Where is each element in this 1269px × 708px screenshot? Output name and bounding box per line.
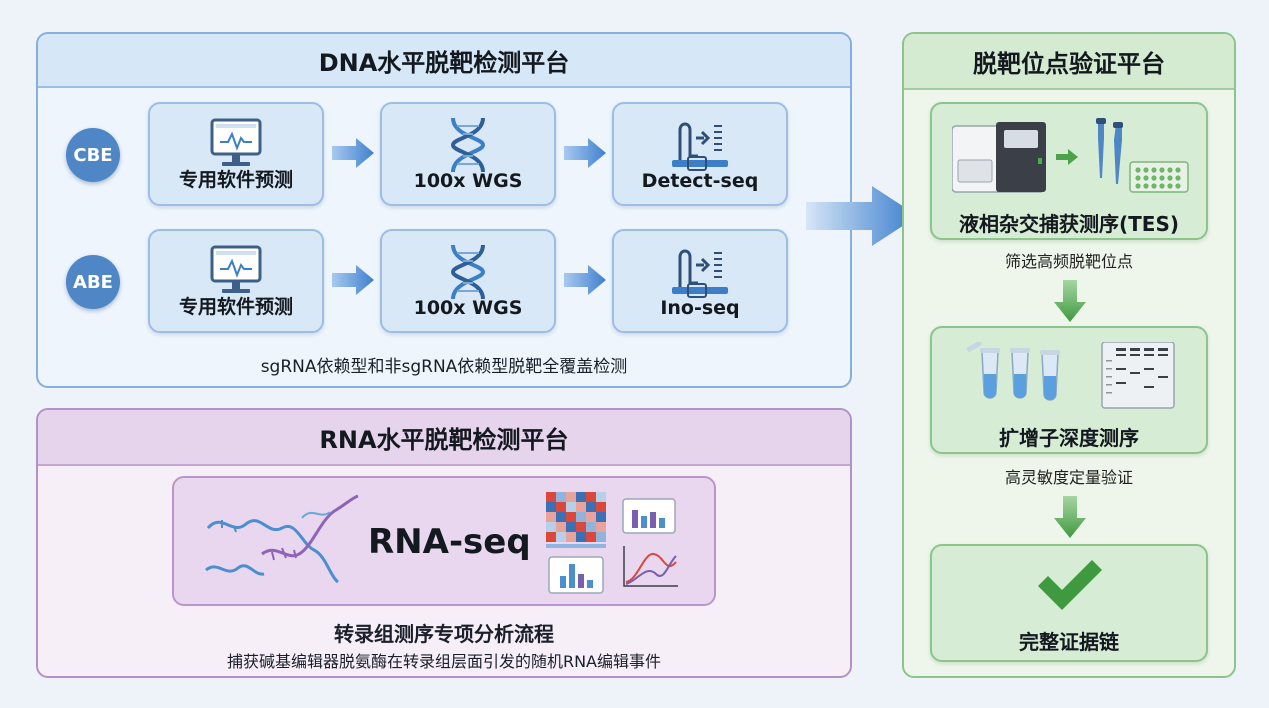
validation-panel-title: 脱靶位点验证平台 [904, 34, 1234, 90]
amplicon-sequencing-step: 扩增子深度测序 [930, 326, 1208, 454]
dna-helix-icon [450, 117, 486, 173]
monitor-icon [210, 245, 262, 293]
sequencer-pipette-plate-icon [952, 118, 1189, 193]
dna-panel-caption: sgRNA依赖型和非sgRNA依赖型脱靶全覆盖检测 [260, 357, 628, 377]
rna-seq-box: RNA-seq [172, 476, 716, 606]
bar-chart-icon [622, 498, 676, 534]
validation-platform-panel: 脱靶位点验证平台 液相杂交捕获测序(TES) 筛选高频脱 [902, 32, 1236, 678]
rna-panel-title: RNA水平脱靶检测平台 [38, 410, 850, 466]
step-label: Ino-seq [660, 297, 740, 319]
abe-badge: ABE [66, 255, 120, 309]
checkmark-icon [1038, 560, 1102, 610]
tes-step-label: 液相杂交捕获测序(TES) [959, 212, 1179, 236]
step-label: 100x WGS [413, 170, 523, 192]
flow-arrow-icon [564, 138, 606, 168]
step-label: 专用软件预测 [178, 169, 293, 191]
flow-arrow-icon [332, 265, 374, 295]
bar-chart-icon [548, 556, 604, 594]
abe-software-prediction-step: 专用软件预测 [148, 229, 324, 333]
rna-panel-caption: 捕获碱基编辑器脱氨酶在转录组层面引发的随机RNA编辑事件 [226, 652, 662, 671]
sequencing-signal-icon [672, 249, 728, 298]
cbe-software-prediction-step: 专用软件预测 [148, 102, 324, 206]
cbe-badge: CBE [66, 128, 120, 182]
cbe-wgs-step: 100x WGS [380, 102, 556, 206]
monitor-icon [210, 118, 262, 166]
step-label: Detect-seq [641, 170, 759, 192]
abe-wgs-step: 100x WGS [380, 229, 556, 333]
line-chart-icon [623, 546, 678, 587]
rna-strands-icon [205, 494, 359, 584]
sequencing-signal-icon [672, 122, 728, 171]
flow-arrow-icon [564, 265, 606, 295]
step-label: 100x WGS [413, 297, 523, 319]
rna-platform-panel: RNA水平脱靶检测平台 RNA-seq [36, 408, 852, 678]
dna-helix-icon [450, 244, 486, 300]
down-arrow-icon [1054, 496, 1086, 538]
flow-arrow-icon [332, 138, 374, 168]
heatmap-icon [546, 492, 606, 548]
rna-panel-subtitle: 转录组测序专项分析流程 [334, 622, 554, 646]
big-flow-arrow-icon [806, 186, 918, 246]
rna-seq-label: RNA-seq [368, 522, 531, 562]
amplicon-step-caption: 高灵敏度定量验证 [1004, 468, 1133, 487]
down-arrow-icon [1054, 280, 1086, 322]
tes-step: 液相杂交捕获测序(TES) [930, 102, 1208, 240]
evidence-chain-step: 完整证据链 [930, 544, 1208, 662]
dna-panel-title: DNA水平脱靶检测平台 [38, 34, 850, 88]
tubes-gel-icon [966, 342, 1175, 409]
evidence-chain-label: 完整证据链 [1019, 630, 1119, 654]
amplicon-step-label: 扩增子深度测序 [999, 426, 1139, 450]
tes-step-caption: 筛选高频脱靶位点 [1004, 252, 1133, 271]
ino-seq-step: Ino-seq [612, 229, 788, 333]
detect-seq-step: Detect-seq [612, 102, 788, 206]
step-label: 专用软件预测 [178, 296, 293, 318]
dna-platform-panel: DNA水平脱靶检测平台 CBE 专用软件预测 100x WGS [36, 32, 852, 388]
